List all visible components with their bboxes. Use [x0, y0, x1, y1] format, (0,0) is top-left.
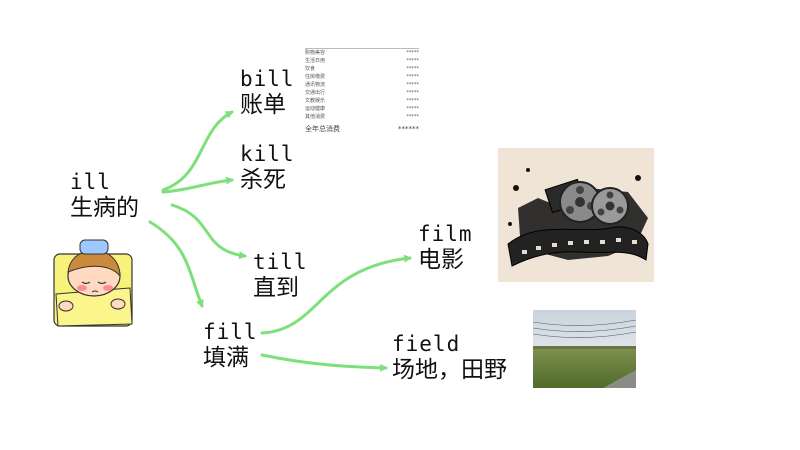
root-word-en: ill	[70, 170, 111, 194]
sick-child-illustration	[53, 239, 133, 327]
word-film-en: film	[418, 222, 473, 246]
bill-row: 住房缴费 *****	[305, 73, 419, 81]
arrow-fill-to-film	[260, 254, 412, 335]
bill-row-value: *****	[406, 106, 420, 112]
bill-row: 通讯物流 *****	[305, 81, 419, 89]
bill-row-value: *****	[406, 66, 420, 72]
word-bill-zh: 账单	[240, 92, 286, 119]
bill-total-label: 全年总消费	[305, 125, 340, 133]
word-kill-en: kill	[240, 142, 295, 166]
bill-row: 文教娱乐 *****	[305, 97, 419, 105]
bill-row: 运动健康 *****	[305, 105, 419, 113]
word-field: field 场地，田野	[392, 332, 507, 385]
bill-total-row: 全年总消费 ******	[305, 123, 419, 135]
bill-row: 交通出行 *****	[305, 89, 419, 97]
bill-row: 饮食 *****	[305, 65, 419, 73]
word-field-en: field	[392, 332, 461, 356]
bill-row-label: 交通出行	[305, 90, 326, 96]
word-film: film 电影	[418, 222, 473, 275]
word-kill-zh: 杀死	[240, 167, 286, 194]
bill-row-label: 购物美容	[305, 50, 326, 56]
bill-row-value: *****	[406, 82, 420, 88]
bill-row-label: 住房缴费	[305, 74, 326, 80]
arrow-ill-to-kill	[161, 176, 234, 194]
word-fill: fill 填满	[203, 320, 258, 373]
word-film-zh: 电影	[418, 247, 464, 274]
word-kill: kill 杀死	[240, 142, 295, 195]
word-bill: bill 账单	[240, 67, 295, 120]
root-word-zh: 生病的	[70, 195, 139, 222]
root-word: ill 生病的	[70, 170, 139, 223]
bill-row-label: 通讯物流	[305, 82, 326, 88]
bill-row: 其他消费 *****	[305, 113, 419, 121]
bill-row-value: *****	[406, 98, 420, 104]
film-reel-illustration	[498, 148, 654, 282]
bill-total-value: ******	[398, 125, 419, 133]
word-bill-en: bill	[240, 67, 295, 91]
bill-row-value: *****	[406, 74, 420, 80]
word-field-zh: 场地，田野	[392, 357, 507, 384]
bill-row: 购物美容 *****	[305, 49, 419, 57]
bill-row-label: 饮食	[305, 66, 316, 72]
field-photo	[533, 310, 636, 388]
bill-row-label: 生活日用	[305, 58, 326, 64]
arrow-fill-to-field	[260, 353, 388, 372]
bill-row-label: 其他消费	[305, 114, 326, 120]
bill-row-label: 运动健康	[305, 106, 326, 112]
bill-row-value: *****	[406, 90, 420, 96]
arrow-ill-to-till	[170, 203, 247, 260]
word-till: till 直到	[253, 250, 308, 303]
bill-row-value: *****	[406, 114, 420, 120]
word-fill-en: fill	[203, 320, 258, 344]
bill-table: 购物美容 ***** 生活日用 ***** 饮食 ***** 住房缴费 ***** 通讯物流 **…	[305, 48, 419, 135]
bill-row-label: 文教娱乐	[305, 98, 326, 104]
bill-row-value: *****	[406, 58, 420, 64]
bill-row-value: *****	[406, 50, 420, 56]
word-till-en: till	[253, 250, 308, 274]
word-fill-zh: 填满	[203, 345, 249, 372]
word-till-zh: 直到	[253, 275, 299, 302]
arrow-ill-to-fill	[148, 220, 204, 308]
bill-row: 生活日用 *****	[305, 57, 419, 65]
arrow-ill-to-bill	[161, 110, 234, 192]
